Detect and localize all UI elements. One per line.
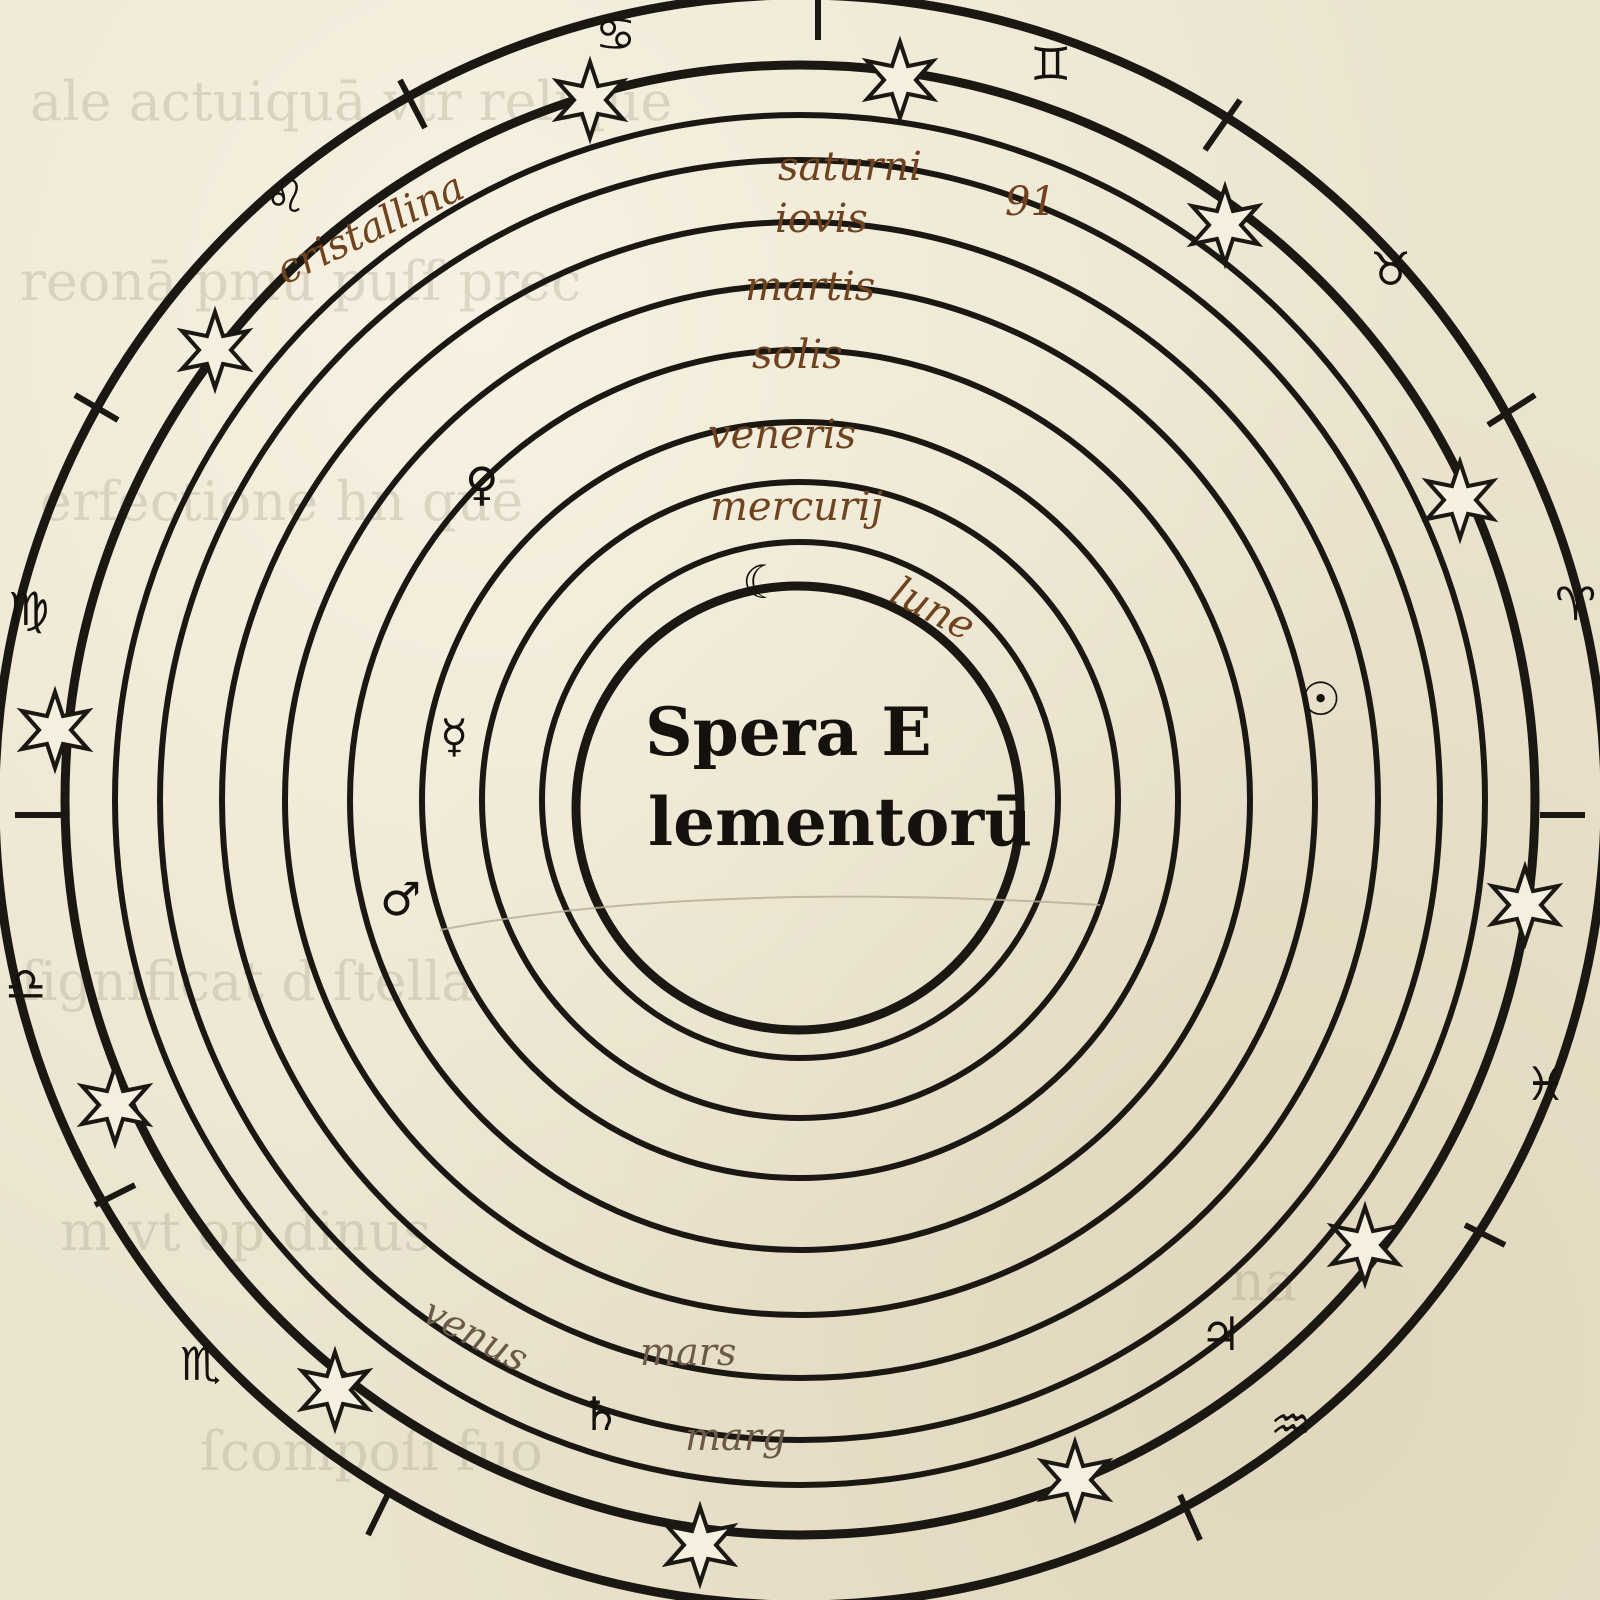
zodiac-sign-icon: ♍ <box>8 582 49 636</box>
star-icon <box>551 55 629 145</box>
zodiac-sign-icon: ♏ <box>180 1337 221 1391</box>
lower-note-1: mars <box>640 1330 736 1374</box>
star-icon <box>661 1500 739 1590</box>
zodiac-sign-icon: ♉ <box>1370 242 1411 296</box>
star-icon <box>16 685 94 775</box>
planet-symbols: ☾ ♀ ☿ ♂ ☉ ♃ ♄ <box>380 457 1341 1441</box>
label-mercurii: mercurij <box>710 484 883 530</box>
saturn-symbol-icon: ♄ <box>580 1387 621 1441</box>
moon-symbol-icon: ☾ <box>742 555 783 609</box>
margin-number: 91 <box>1005 179 1056 225</box>
venus-symbol-icon: ♀ <box>465 457 499 511</box>
zodiac-sign-icon: ♓ <box>1525 1057 1566 1111</box>
svg-text:erfectione hn quē: erfectione hn quē <box>40 470 523 533</box>
zodiac-sign-icon: ♊ <box>1030 37 1071 91</box>
lower-note-2: marg <box>685 1415 786 1459</box>
star-icon <box>1421 455 1499 545</box>
label-veneris: veneris <box>708 412 856 458</box>
jupiter-symbol-icon: ♃ <box>1200 1307 1241 1361</box>
star-icon <box>861 35 939 125</box>
center-label-line1: Spera E <box>645 693 932 771</box>
star-icon <box>296 1345 374 1435</box>
zodiac-sign-icon: ♈ <box>1555 577 1596 631</box>
label-solis: solis <box>752 332 843 378</box>
zodiac-band-dividers <box>15 0 1585 1542</box>
zodiac-sign-icon: ♋ <box>595 7 636 61</box>
star-icon <box>1186 180 1264 270</box>
mercury-symbol-icon: ☿ <box>440 709 468 763</box>
center-sphere: Spera E lementorū <box>439 693 1101 931</box>
zodiac-sign-icon: ♌ <box>265 169 306 223</box>
star-icon <box>76 1060 154 1150</box>
zodiac-symbols: ♋ ♊ ♉ ♈ ♓ ♒ ♏ ♎ ♍ ♌ <box>5 7 1596 1451</box>
zodiac-sign-icon: ♒ <box>1270 1397 1311 1451</box>
star-icon <box>1036 1435 1114 1525</box>
sun-symbol-icon: ☉ <box>1300 672 1341 726</box>
star-icon <box>1326 1200 1404 1290</box>
label-martis: martis <box>745 264 875 310</box>
svg-text:ſcompoſi fuo: ſcompoſi fuo <box>200 1420 543 1483</box>
zodiac-sign-icon: ♎ <box>5 957 46 1011</box>
bleed-through-text: ale actuiquā vtr relique reonā pmū puſſ … <box>20 70 1297 1483</box>
mars-symbol-icon: ♂ <box>380 872 421 926</box>
center-label-line2: lementorū <box>648 783 1032 861</box>
star-icons <box>16 35 1564 1590</box>
label-saturni: saturni <box>778 144 922 190</box>
star-icon <box>176 305 254 395</box>
label-iovis: iovis <box>775 196 868 242</box>
star-icon <box>1486 860 1564 950</box>
